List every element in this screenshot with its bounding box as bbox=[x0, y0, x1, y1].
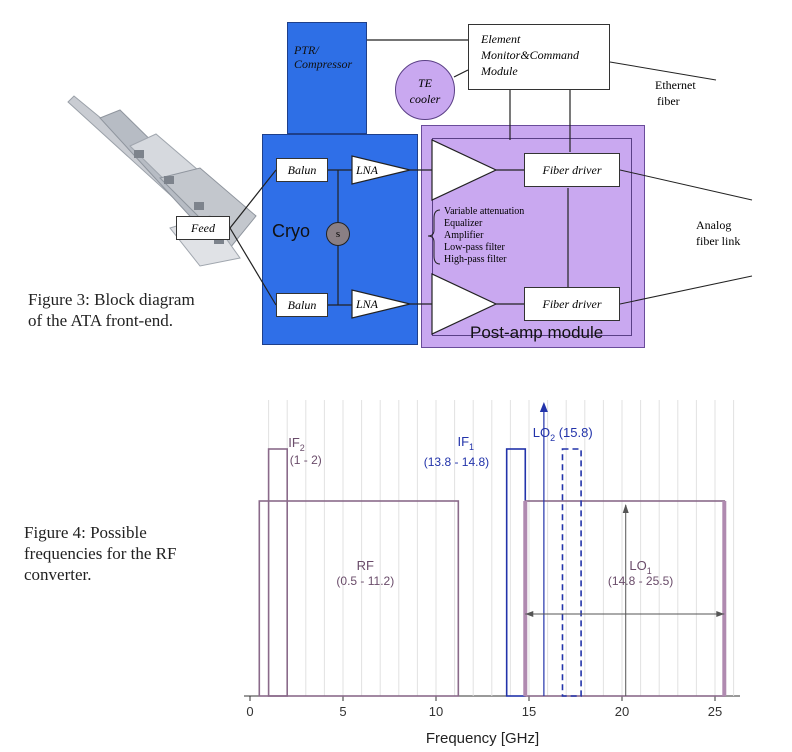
switch-circle: s bbox=[326, 222, 350, 246]
rf-range-label: (0.5 - 11.2) bbox=[336, 574, 394, 588]
post-amp-label: Post-amp module bbox=[470, 323, 604, 342]
figure-3-caption-line-2: of the ATA front-end. bbox=[28, 311, 173, 330]
analog-link-line-2: fiber link bbox=[696, 234, 741, 248]
x-tick-label: 10 bbox=[429, 704, 443, 719]
figure-4-caption: Figure 4: Possible frequencies for the R… bbox=[24, 522, 176, 585]
analog-link-line-1: Analog bbox=[696, 218, 732, 232]
figure-4-caption-line-1: Figure 4: Possible bbox=[24, 523, 147, 542]
x-tick-label: 25 bbox=[708, 704, 722, 719]
chain-item-3: Amplifier bbox=[444, 230, 484, 241]
ethernet-fiber-label-2: fiber bbox=[657, 94, 680, 108]
element-module-line-3: Module bbox=[481, 64, 518, 78]
lo1-left-edge bbox=[523, 501, 528, 696]
figure-3-caption-line-1: Figure 3: Block diagram bbox=[28, 290, 195, 309]
ptr-compressor-box: PTR/ Compressor bbox=[287, 22, 367, 134]
band-4 bbox=[561, 448, 582, 697]
lna-top-label: LNA bbox=[356, 163, 379, 177]
amp-top-triangle bbox=[431, 139, 498, 201]
te-cooler-line-2: cooler bbox=[409, 92, 441, 106]
ethernet-fiber-label-1: Ethernet bbox=[655, 78, 696, 92]
if1-label: IF1 bbox=[457, 434, 474, 452]
te-cooler: TE cooler bbox=[395, 60, 455, 120]
element-monitor-module: Element Monitor&Command Module bbox=[468, 24, 610, 90]
lo1-range-label: (14.8 - 25.5) bbox=[608, 574, 673, 588]
fiber-driver-bottom-box: Fiber driver bbox=[524, 287, 620, 321]
lo1-span-arrow-left bbox=[525, 611, 534, 617]
chain-item-1: Variable attenuation bbox=[444, 206, 525, 217]
antenna-illustration bbox=[67, 95, 257, 267]
lna-bottom-label: LNA bbox=[356, 297, 379, 311]
feed-box: Feed bbox=[176, 216, 230, 240]
x-tick-label: 0 bbox=[246, 704, 253, 719]
rf-label: RF bbox=[357, 558, 374, 573]
x-tick-label: 15 bbox=[522, 704, 536, 719]
balun-top-box: Balun bbox=[276, 158, 328, 182]
figure-4-caption-line-3: converter. bbox=[24, 565, 92, 584]
lo2-arrowhead bbox=[539, 402, 548, 412]
lo2-label: LO2 (15.8) bbox=[533, 425, 593, 443]
band-0 bbox=[267, 448, 289, 697]
lo1-label: LO1 bbox=[629, 558, 651, 576]
lo1-height-arrow bbox=[622, 504, 629, 513]
element-module-line-1: Element bbox=[481, 32, 521, 46]
x-axis-label: Frequency [GHz] bbox=[426, 730, 539, 747]
band-1 bbox=[258, 500, 460, 697]
amp-bottom-triangle bbox=[431, 273, 498, 335]
te-cooler-line-1: TE bbox=[417, 76, 432, 90]
switch-label: s bbox=[335, 228, 341, 240]
band-3 bbox=[524, 500, 726, 697]
lna-top-triangle bbox=[351, 155, 411, 185]
figure-3-caption: Figure 3: Block diagram of the ATA front… bbox=[28, 289, 195, 331]
band-2 bbox=[505, 448, 527, 697]
chain-item-4: Low-pass filter bbox=[444, 242, 505, 253]
if2-range-label: (1 - 2) bbox=[290, 453, 322, 467]
if1-range-label: (13.8 - 14.8) bbox=[424, 455, 489, 469]
figure-4-caption-line-2: frequencies for the RF bbox=[24, 544, 177, 563]
lo1-right-edge bbox=[722, 501, 727, 696]
if2-label: IF2 bbox=[288, 435, 305, 453]
lo1-span-arrow-right bbox=[716, 611, 725, 617]
lna-bottom-triangle bbox=[351, 289, 411, 319]
block-diagram-wiring bbox=[229, 39, 753, 335]
ptr-compressor-label: PTR/ Compressor bbox=[294, 43, 353, 71]
cryo-label: Cryo bbox=[272, 221, 311, 241]
element-module-line-2: Monitor&Command bbox=[481, 48, 580, 62]
chain-item-5: High-pass filter bbox=[444, 254, 507, 265]
fiber-driver-top-box: Fiber driver bbox=[524, 153, 620, 187]
chain-item-2: Equalizer bbox=[444, 218, 483, 229]
x-tick-label: 5 bbox=[339, 704, 346, 719]
balun-bottom-box: Balun bbox=[276, 293, 328, 317]
x-tick-label: 20 bbox=[615, 704, 629, 719]
